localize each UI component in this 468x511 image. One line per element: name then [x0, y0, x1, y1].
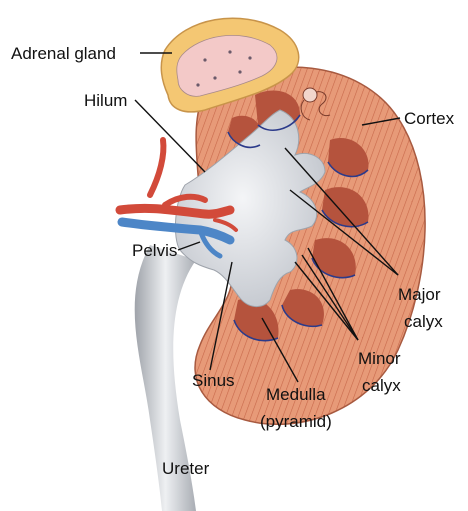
label-cortex: Cortex — [404, 109, 455, 128]
label-medulla-1: Medulla — [266, 385, 326, 404]
label-ureter: Ureter — [162, 459, 210, 478]
label-minor-calyx-2: calyx — [362, 376, 401, 395]
label-major-calyx-2: calyx — [404, 312, 443, 331]
label-adrenal-gland: Adrenal gland — [11, 44, 116, 63]
label-pelvis: Pelvis — [132, 241, 177, 260]
label-medulla-2: (pyramid) — [260, 412, 332, 431]
label-sinus: Sinus — [192, 371, 235, 390]
label-minor-calyx-1: Minor — [358, 349, 401, 368]
label-hilum: Hilum — [84, 91, 127, 110]
label-major-calyx-1: Major — [398, 285, 441, 304]
